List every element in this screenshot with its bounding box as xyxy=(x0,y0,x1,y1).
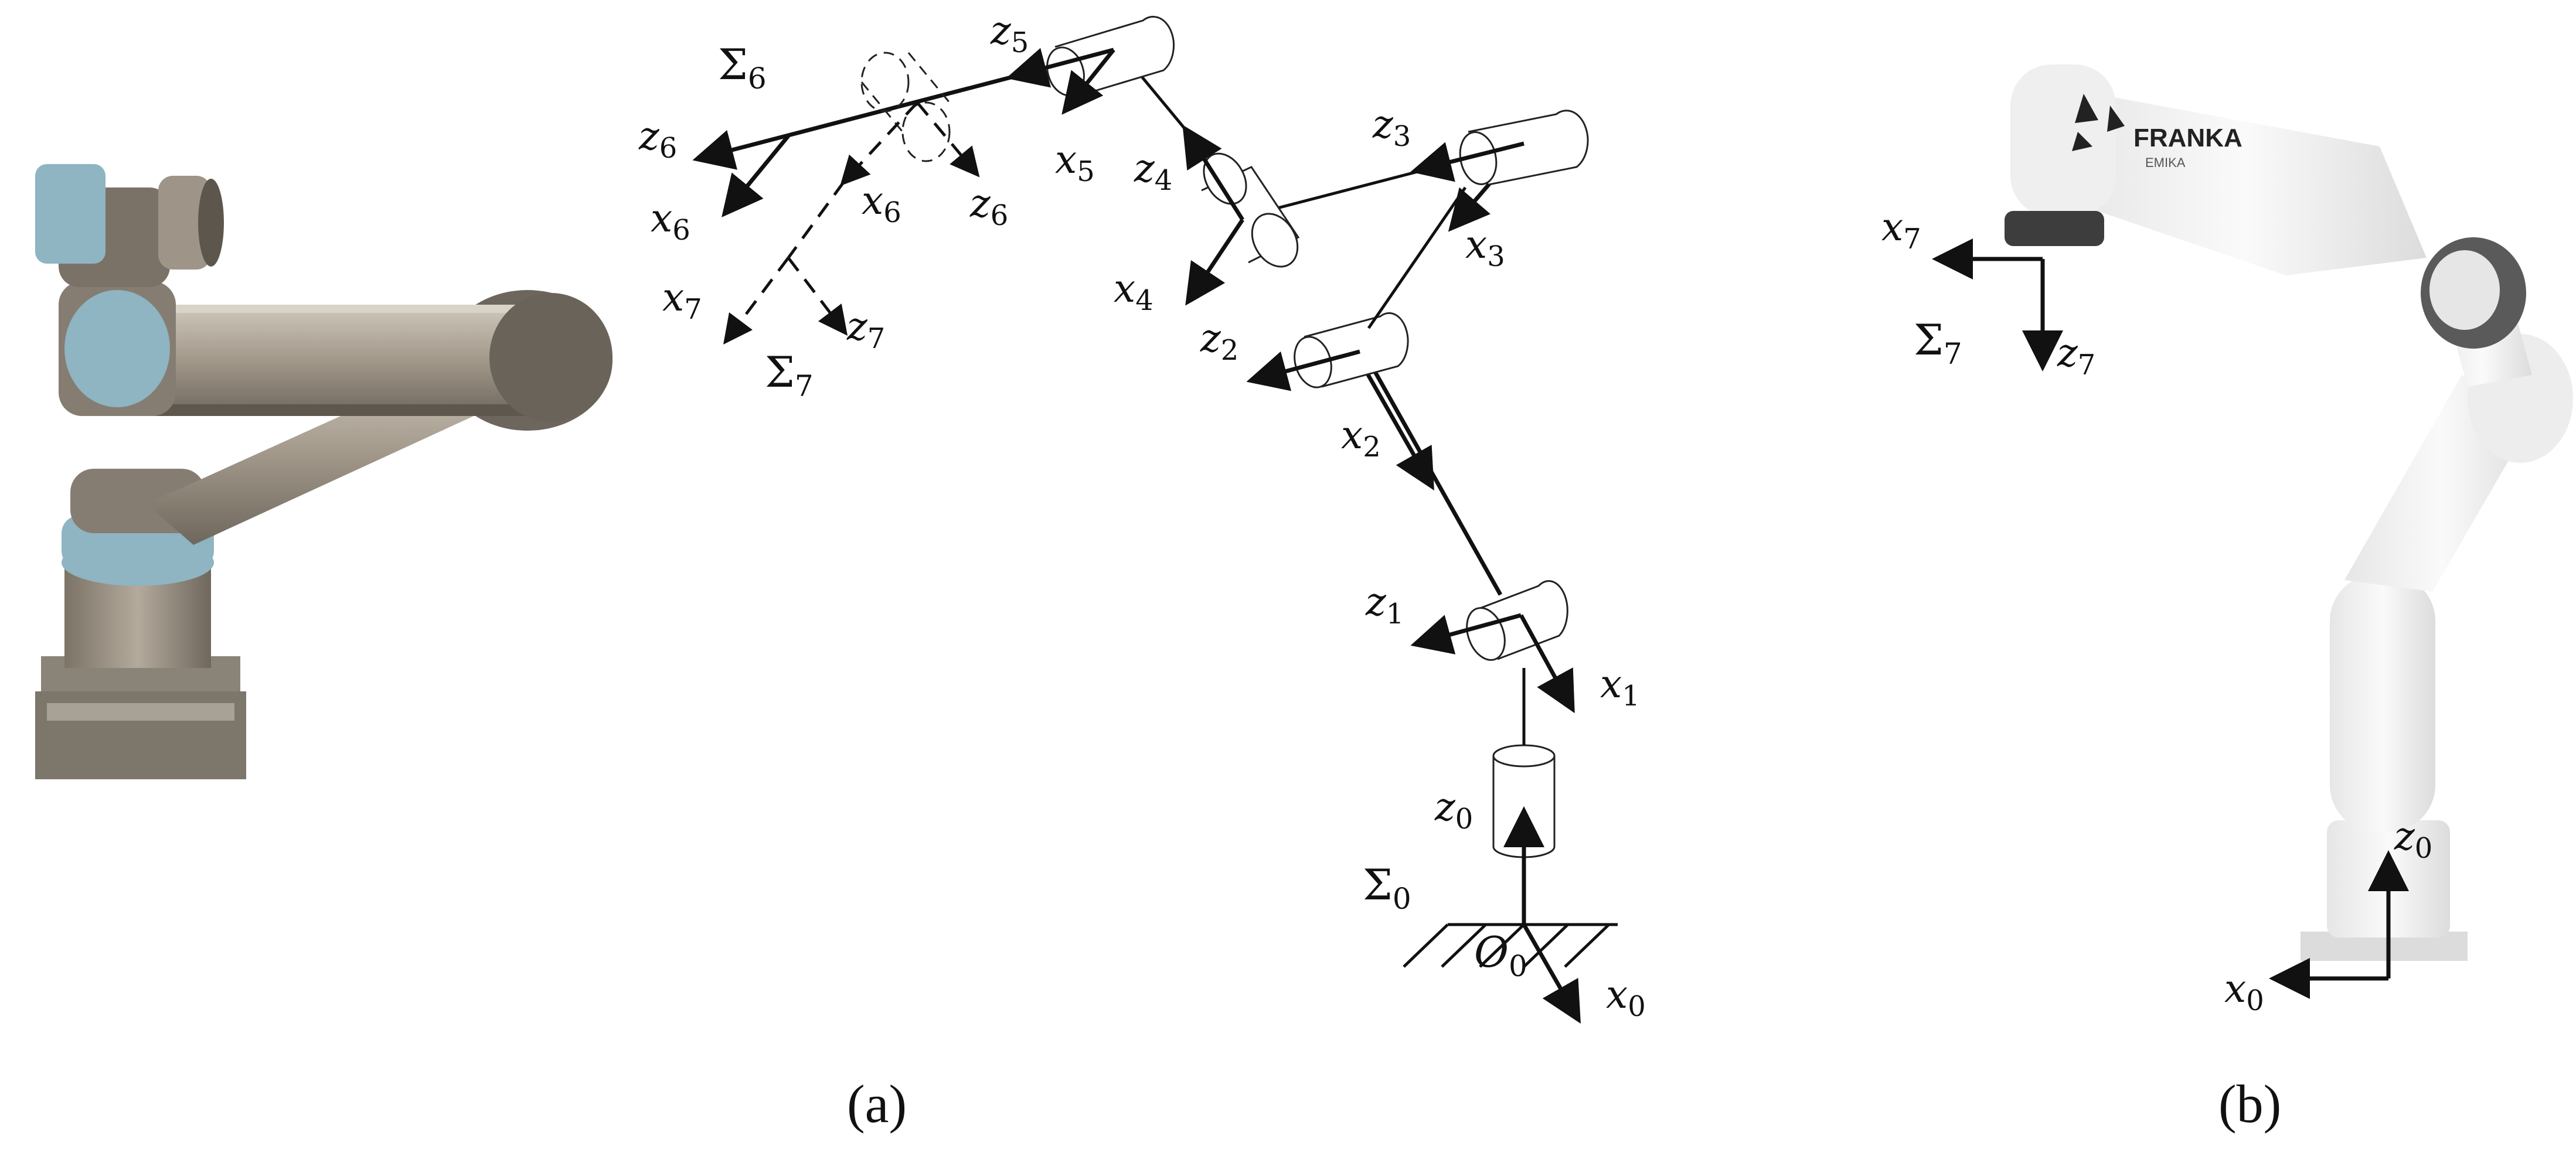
kinematic-diagram xyxy=(692,16,1618,1024)
svg-text:z6: z6 xyxy=(969,181,1008,232)
svg-text:z3: z3 xyxy=(1372,102,1411,153)
svg-text:z7: z7 xyxy=(2057,330,2095,381)
svg-text:x3: x3 xyxy=(1465,222,1505,273)
svg-text:O0: O0 xyxy=(1474,927,1527,983)
caption-b: (b) xyxy=(2218,1074,2281,1134)
z4-axis xyxy=(1182,125,1244,221)
caption-a: (a) xyxy=(847,1074,907,1134)
svg-text:z1: z1 xyxy=(1365,579,1404,630)
svg-text:Σ7: Σ7 xyxy=(765,347,814,403)
franka-frames: x7 z7 z0 x0 Σ7 xyxy=(1881,204,2432,1017)
svg-text:x5: x5 xyxy=(1055,137,1095,188)
ur-robot-photo xyxy=(18,155,621,785)
svg-text:x1: x1 xyxy=(1600,661,1640,712)
svg-text:x2: x2 xyxy=(1341,412,1381,463)
svg-text:z4: z4 xyxy=(1134,146,1172,197)
x6-axis xyxy=(722,134,790,217)
svg-text:Σ7: Σ7 xyxy=(1914,315,1962,371)
z1-axis xyxy=(1410,613,1522,654)
svg-text:z7: z7 xyxy=(846,304,885,355)
svg-text:Σ6: Σ6 xyxy=(718,40,767,96)
franka-logo-subtext: EMIKA xyxy=(2145,155,2186,170)
franka-robot-photo: FRANKA EMIKA xyxy=(2005,64,2573,961)
ground-hatch xyxy=(1403,923,1618,968)
svg-text:Σ0: Σ0 xyxy=(1363,860,1411,916)
joint-1-cylinder xyxy=(1466,580,1568,661)
franka-logo-text: FRANKA xyxy=(2133,124,2242,152)
joint-4-cylinder xyxy=(1201,152,1300,268)
svg-text:x0: x0 xyxy=(2224,966,2264,1017)
svg-text:z6: z6 xyxy=(638,114,677,165)
svg-text:x6: x6 xyxy=(651,196,690,247)
z3-axis xyxy=(1410,141,1524,182)
x0-axis xyxy=(1522,923,1581,1024)
svg-text:z2: z2 xyxy=(1200,316,1238,367)
franka-logo-mark xyxy=(2072,94,2125,151)
svg-text:z5: z5 xyxy=(990,8,1029,59)
x7-axis xyxy=(723,257,790,345)
z2-axis xyxy=(1246,349,1360,391)
svg-text:x6: x6 xyxy=(862,178,901,229)
x2-axis xyxy=(1366,359,1503,596)
panel-a-labels: z0 x0 z1 x1 z2 x2 z3 x3 z4 x4 z5 x5 z6 x… xyxy=(638,8,1646,1023)
svg-text:z0: z0 xyxy=(1434,785,1473,836)
z5-axis xyxy=(1006,47,1114,88)
svg-text:x7: x7 xyxy=(662,275,702,326)
joint-3-cylinder xyxy=(1459,110,1589,186)
joint-2-cylinder xyxy=(1294,312,1409,388)
svg-text:x0: x0 xyxy=(1606,972,1646,1023)
joint-6-dashed-cylinder xyxy=(860,52,951,162)
svg-text:x4: x4 xyxy=(1114,266,1153,317)
z7-axis xyxy=(787,257,848,336)
svg-text:x7: x7 xyxy=(1881,204,1921,255)
x4-axis xyxy=(1185,219,1244,306)
z6-axis xyxy=(692,73,1020,170)
svg-text:z0: z0 xyxy=(2394,814,2432,865)
x1-axis xyxy=(1519,614,1575,714)
x5-axis xyxy=(1061,48,1115,115)
